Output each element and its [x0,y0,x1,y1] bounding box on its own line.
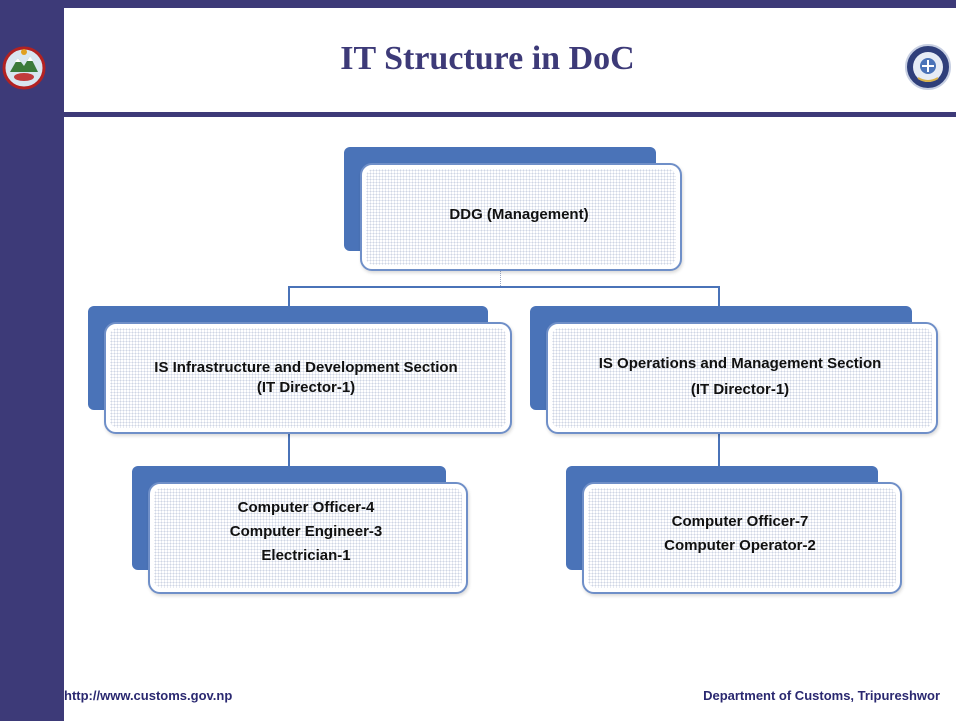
footer-url: http://www.customs.gov.np [64,688,233,703]
staff-line: Electrician-1 [261,547,351,564]
node-title: DDG (Management) [449,206,589,223]
page-title: IT Structure in DoC [340,40,635,77]
staff-line: Computer Operator-2 [664,537,816,554]
customs-seal-icon [904,42,951,90]
node-subtitle: (IT Director-1) [690,381,790,398]
right-drop [718,286,720,306]
root-stem [500,256,501,286]
staff-line: Computer Officer-4 [237,499,375,516]
staff-line: Computer Officer-7 [671,513,809,530]
node-subtitle: (IT Director-1) [256,379,356,396]
title-divider [0,112,956,117]
org-node-operations-section: IS Operations and Management Section (IT… [530,306,938,436]
staff-line: Computer Engineer-3 [229,523,383,540]
top-border [0,0,956,8]
footer-organization: Department of Customs, Tripureshwor [703,688,940,703]
org-node-infrastructure-section: IS Infrastructure and Development Sectio… [88,306,512,436]
org-node-operations-staff: Computer Officer-7 Computer Operator-2 [566,466,902,594]
left-drop [288,286,290,306]
org-node-ddg: DDG (Management) [344,147,682,273]
branch-line [288,286,720,288]
org-node-infrastructure-staff: Computer Officer-4 Computer Engineer-3 E… [132,466,468,594]
right-child-link [718,432,720,466]
nepal-emblem-icon [2,44,46,92]
left-child-link [288,432,290,466]
node-title: IS Infrastructure and Development Sectio… [154,359,458,376]
node-title: IS Operations and Management Section [598,355,882,372]
sidebar-band-overlay [0,8,64,721]
